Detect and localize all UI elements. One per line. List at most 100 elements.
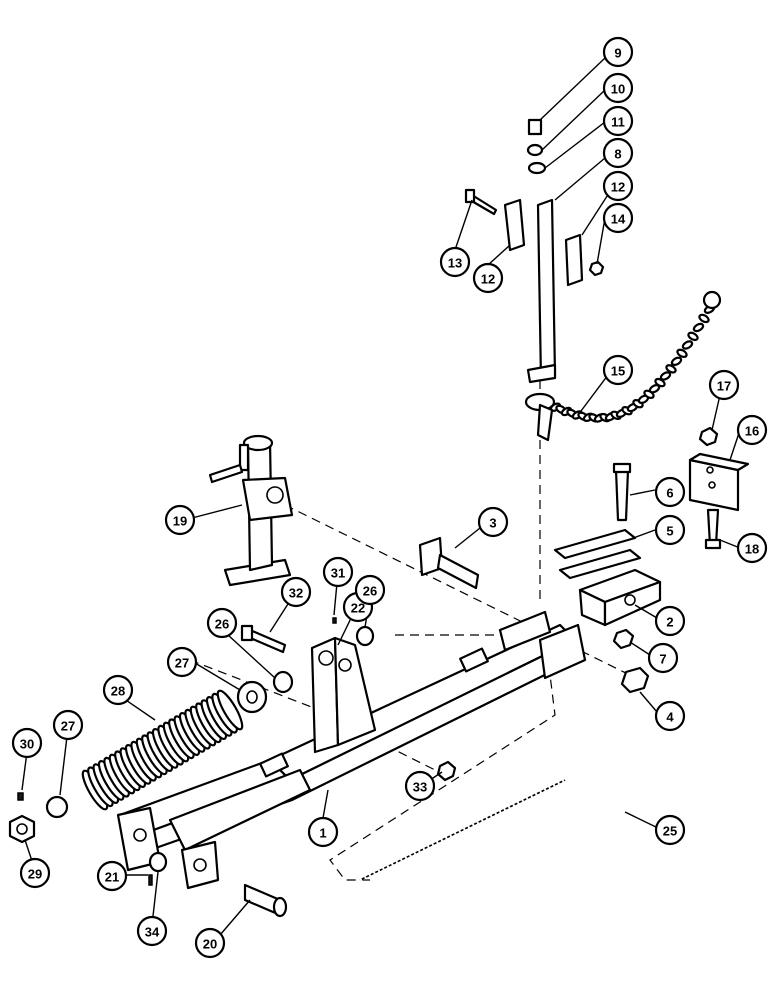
- callout-28: 28: [102, 674, 134, 706]
- hitch-clevis: [578, 568, 662, 627]
- callout-circle: [307, 816, 339, 848]
- callout-circle: [647, 642, 679, 674]
- callout-20: 20: [194, 927, 226, 959]
- callout-1: 2: [654, 605, 686, 637]
- callout-circle: [708, 369, 740, 401]
- callout-label: 27: [175, 656, 189, 671]
- callout-29: 29: [19, 857, 51, 889]
- callout-circle: [322, 556, 354, 588]
- callout-circle: [136, 915, 168, 947]
- vertical-bracket: [503, 198, 584, 384]
- callout-label: 16: [745, 424, 759, 439]
- callout-label: 12: [611, 180, 625, 195]
- callout-circle: [602, 202, 634, 234]
- callout-label: 6: [666, 486, 673, 501]
- callout-4: 5: [654, 514, 686, 546]
- callout-12: 12: [602, 170, 634, 202]
- callout-label: 15: [611, 364, 625, 379]
- chain-link: [681, 340, 694, 350]
- callout-24: 26: [354, 574, 386, 606]
- callout-8: 9: [602, 36, 634, 68]
- callout-14: 14: [602, 202, 634, 234]
- parking-jack: [208, 434, 294, 587]
- callout-21: 21: [96, 860, 128, 892]
- clamp-bracket: [688, 452, 750, 512]
- callout-circle: [354, 574, 386, 606]
- callout-5: 6: [654, 476, 686, 508]
- callout-16: 16: [736, 414, 768, 446]
- callout-label: 33: [413, 780, 427, 795]
- callout-label: 31: [331, 566, 345, 581]
- callout-label: 18: [745, 542, 759, 557]
- callout-circle: [280, 576, 312, 608]
- callout-circle: [602, 170, 634, 202]
- callout-circle: [11, 727, 43, 759]
- callout-label: 8: [614, 147, 621, 162]
- callout-circle: [602, 137, 634, 169]
- callout-circle: [102, 674, 134, 706]
- callout-label: 14: [611, 212, 626, 227]
- callout-label: 26: [215, 617, 229, 632]
- callout-circle: [194, 927, 226, 959]
- callout-circle: [654, 814, 686, 846]
- callout-26: 27: [166, 646, 198, 678]
- callout-label: 9: [614, 46, 621, 61]
- callout-32: 32: [280, 576, 312, 608]
- callout-circle: [439, 246, 471, 278]
- callout-circle: [654, 605, 686, 637]
- callout-31: 31: [322, 556, 354, 588]
- callout-circle: [19, 857, 51, 889]
- safety-chain: [544, 295, 721, 423]
- chain-link: [698, 313, 710, 324]
- callout-circle: [166, 646, 198, 678]
- chain-link: [676, 348, 688, 359]
- callout-11: 12: [472, 262, 504, 294]
- callout-circle: [736, 414, 768, 446]
- callout-circle: [736, 532, 768, 564]
- callout-label: 30: [20, 737, 34, 752]
- shim-plates: [553, 528, 642, 580]
- callout-15: 15: [602, 354, 634, 386]
- callout-9: 10: [602, 72, 634, 104]
- callout-label: 28: [111, 684, 125, 699]
- callout-label: 21: [105, 870, 119, 885]
- chain-hook: [524, 290, 722, 442]
- callout-label: 13: [448, 256, 462, 271]
- chain-link: [670, 356, 683, 367]
- callout-circle: [96, 860, 128, 892]
- bolts: [240, 188, 722, 918]
- callout-17: 17: [708, 369, 740, 401]
- callout-circle: [602, 105, 634, 137]
- callout-label: 4: [666, 710, 674, 725]
- callout-circle: [52, 709, 84, 741]
- callout-label: 1: [319, 826, 326, 841]
- callout-circle: [654, 514, 686, 546]
- callout-23: 25: [654, 814, 686, 846]
- callout-label: 27: [61, 719, 75, 734]
- callout-19: 19: [164, 504, 196, 536]
- callout-label: 26: [363, 584, 377, 599]
- callout-label: 32: [289, 586, 303, 601]
- callout-13: 13: [439, 246, 471, 278]
- callout-7: 8: [602, 137, 634, 169]
- callout-3: 4: [654, 700, 686, 732]
- coil-spring: [81, 689, 244, 811]
- callout-label: 19: [173, 514, 187, 529]
- crank-screw: [359, 758, 631, 882]
- callout-10: 11: [602, 105, 634, 137]
- callout-0: 1: [307, 816, 339, 848]
- spring-coil: [216, 689, 244, 731]
- callouts: 1234567891011121213141516171819202122252…: [11, 36, 768, 959]
- callout-circle: [477, 506, 509, 538]
- callout-circle: [602, 72, 634, 104]
- callout-circle: [206, 607, 238, 639]
- callout-label: 17: [717, 379, 731, 394]
- callout-label: 22: [351, 601, 365, 616]
- chain-link: [665, 364, 677, 374]
- callout-circle: [602, 354, 634, 386]
- callout-circle: [472, 262, 504, 294]
- callout-label: 10: [611, 82, 625, 97]
- callout-label: 12: [481, 272, 495, 287]
- callout-circle: [602, 36, 634, 68]
